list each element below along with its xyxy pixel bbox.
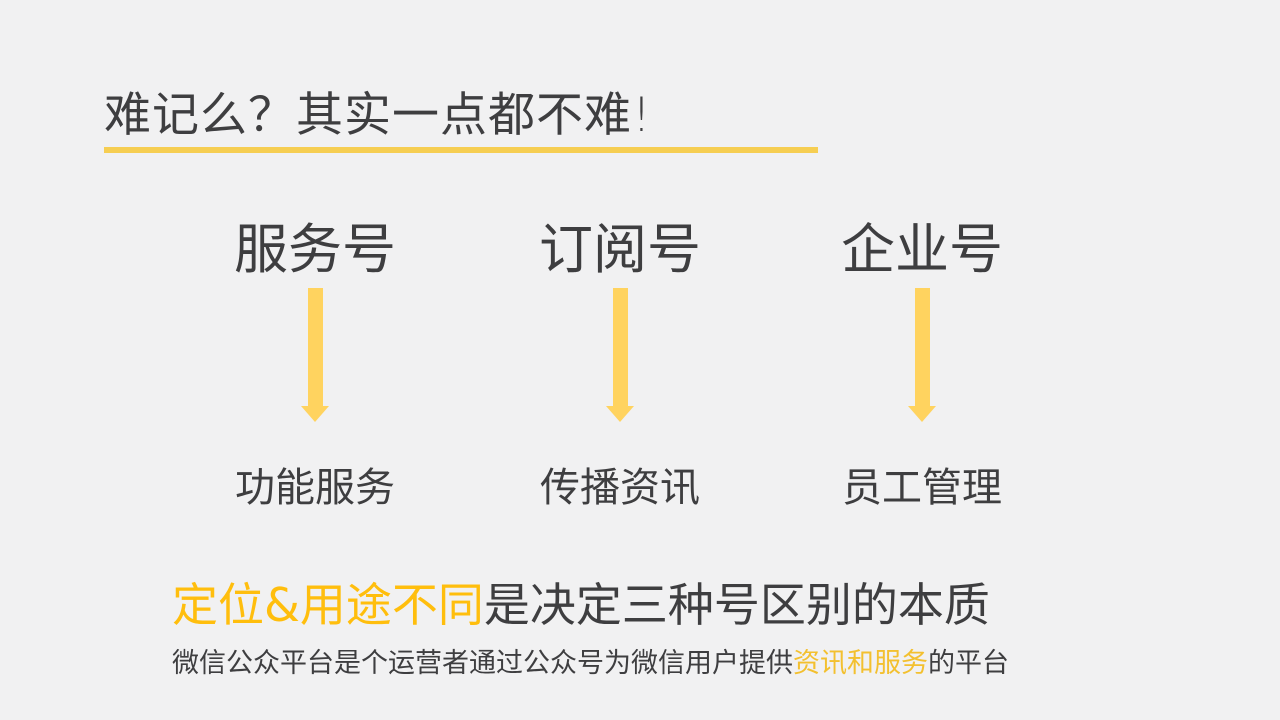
account-type-name: 企业号 — [841, 218, 1003, 281]
down-arrow-icon — [301, 288, 329, 422]
arrow-shaft — [612, 288, 628, 406]
summary-highlight: 定位&用途不同 — [172, 578, 484, 632]
arrow-shaft — [307, 288, 323, 406]
summary-line: 定位&用途不同是决定三种号区别的本质 — [172, 578, 990, 632]
arrow-head — [908, 406, 936, 422]
column-service-account: 服务号 功能服务 — [234, 218, 396, 511]
down-arrow-icon — [606, 288, 634, 422]
account-purpose: 员工管理 — [842, 465, 1002, 511]
title-underline — [104, 147, 818, 153]
account-purpose: 功能服务 — [235, 465, 395, 511]
footnote-prefix: 微信公众平台是个运营者通过公众号为微信用户提供 — [172, 648, 793, 679]
footnote-highlight: 资讯和服务 — [793, 648, 928, 679]
slide-title: 难记么？其实一点都不难! — [104, 88, 652, 143]
column-subscription-account: 订阅号 传播资讯 — [539, 218, 701, 511]
account-type-name: 服务号 — [234, 218, 396, 281]
column-enterprise-account: 企业号 员工管理 — [841, 218, 1003, 511]
account-type-name: 订阅号 — [539, 218, 701, 281]
down-arrow-icon — [908, 288, 936, 422]
arrow-head — [301, 406, 329, 422]
arrow-shaft — [914, 288, 930, 406]
summary-rest: 是决定三种号区别的本质 — [483, 578, 990, 632]
arrow-head — [606, 406, 634, 422]
account-purpose: 传播资讯 — [540, 465, 700, 511]
footnote-suffix: 的平台 — [928, 648, 1009, 679]
footnote-line: 微信公众平台是个运营者通过公众号为微信用户提供资讯和服务的平台 — [172, 646, 1009, 682]
